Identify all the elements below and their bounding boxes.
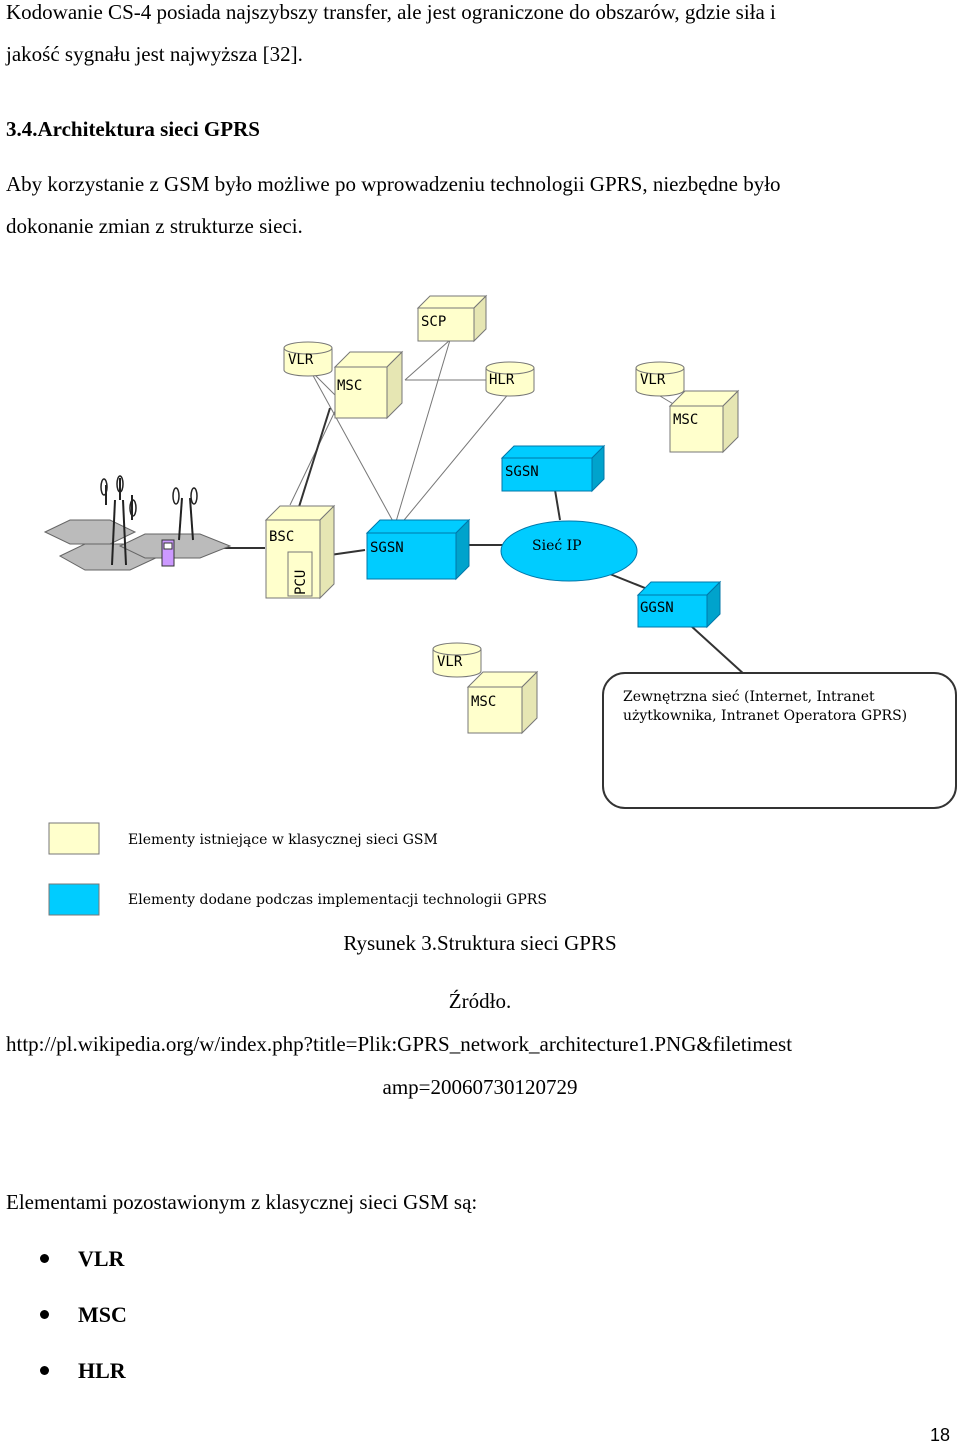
external-network-box: Zewnętrzna sieć (Internet, Intranet użyt…	[602, 672, 957, 809]
sgsn-top-node: SGSN	[500, 444, 606, 493]
source-url-line2: amp=20060730120729	[382, 1075, 578, 1099]
sgsn-mid-label: SGSN	[370, 540, 404, 556]
msc-left-node: MSC	[333, 350, 404, 420]
sgsn-top-label: SGSN	[505, 464, 539, 480]
msc-right-label: MSC	[673, 412, 698, 428]
ggsn-node: GGSN	[636, 580, 722, 629]
vlr-bottom-node: VLR	[432, 642, 482, 678]
legend: Elementy istniejące w klasycznej sieci G…	[48, 822, 547, 916]
msc-left-label: MSC	[337, 378, 362, 394]
ggsn-label: GGSN	[640, 600, 674, 616]
figure-caption: Rysunek 3.Struktura sieci GPRS	[343, 931, 617, 955]
msc-bottom-node: MSC	[466, 670, 539, 735]
list-item: HLR	[40, 1360, 126, 1382]
external-network-line2: użytkownika, Intranet Operatora GPRS)	[623, 708, 907, 724]
bullet-icon	[40, 1310, 49, 1320]
pcu-label: PCU	[293, 570, 309, 595]
paragraph-line: Kodowanie CS-4 posiada najszybszy transf…	[6, 0, 776, 24]
source-label: Źródło.	[448, 989, 512, 1013]
list-item-label: HLR	[78, 1358, 126, 1383]
section-heading: 3.4.Architektura sieci GPRS	[6, 117, 260, 141]
vlr-left-node: VLR	[283, 341, 333, 377]
cell-towers-icon	[43, 475, 232, 571]
legend-label-gsm: Elementy istniejące w klasycznej sieci G…	[128, 832, 438, 848]
gprs-architecture-diagram: SCP VLR MSC HLR VLR MSC SGSN	[43, 294, 957, 916]
source-url-line1: http://pl.wikipedia.org/w/index.php?titl…	[6, 1032, 793, 1056]
list-item: VLR	[40, 1248, 124, 1270]
hlr-label: HLR	[489, 372, 515, 388]
scp-label: SCP	[421, 314, 446, 330]
ip-network-node: Sieć IP	[500, 520, 638, 582]
page-number: 18	[929, 1425, 950, 1445]
data-links	[200, 407, 746, 676]
list-item-label: MSC	[78, 1302, 127, 1327]
bullet-icon	[40, 1366, 49, 1376]
vlr-bottom-label: VLR	[437, 654, 463, 670]
paragraph-line: jakość sygnału jest najwyższa [32].	[6, 42, 303, 66]
msc-right-node: MSC	[668, 389, 740, 454]
vlr-right-node: VLR	[635, 361, 685, 397]
legend-label-gprs: Elementy dodane podczas implementacji te…	[128, 892, 547, 908]
list-item: MSC	[40, 1304, 127, 1326]
bullet-icon	[40, 1254, 49, 1264]
legend-swatch-gsm	[48, 822, 100, 855]
scp-node: SCP	[416, 294, 488, 343]
vlr-right-label: VLR	[640, 372, 666, 388]
hlr-node: HLR	[485, 361, 535, 397]
section-paragraph-line: dokonanie zmian z strukturze sieci.	[6, 214, 303, 238]
vlr-left-label: VLR	[288, 352, 314, 368]
section-paragraph-line: Aby korzystanie z GSM było możliwe po wp…	[6, 172, 781, 196]
list-item-label: VLR	[78, 1246, 125, 1271]
msc-bottom-label: MSC	[471, 694, 496, 710]
sgsn-mid-node: SGSN	[365, 518, 471, 581]
legend-swatch-gprs	[48, 883, 100, 916]
bsc-label: BSC	[269, 529, 294, 545]
ip-network-label: Sieć IP	[532, 538, 582, 554]
list-intro: Elementami pozostawionym z klasycznej si…	[6, 1190, 478, 1214]
external-network-line1: Zewnętrzna sieć (Internet, Intranet	[623, 689, 875, 705]
bsc-node: BSC PCU	[264, 504, 336, 600]
